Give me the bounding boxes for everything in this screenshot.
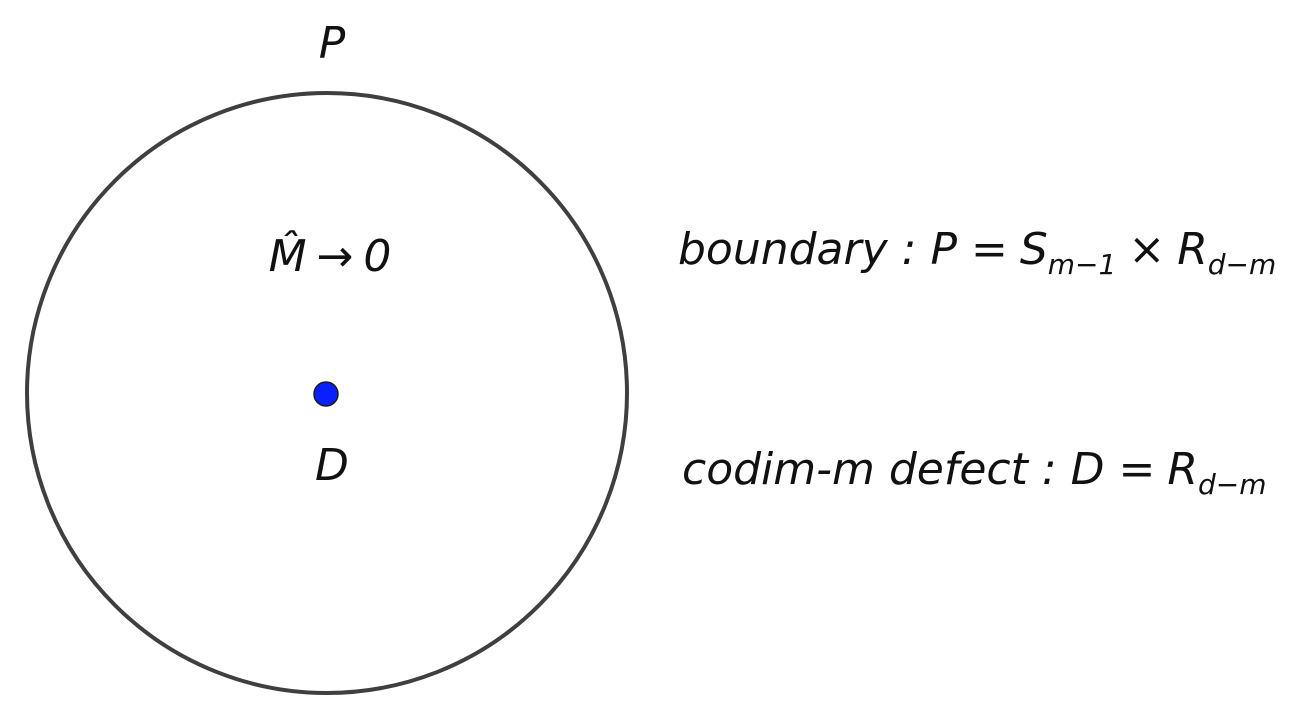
m-hat-symbol: M̂ (269, 229, 307, 282)
boundary-label: P (319, 18, 346, 69)
sphere-symbol: S (1020, 224, 1048, 275)
boundary-equation-lhs: boundary : P = (678, 224, 1008, 275)
times-symbol: × (1128, 224, 1165, 275)
defect-equation-lhs: codim-m defect : D = (682, 444, 1155, 495)
real-space-subscript: d−m (1208, 248, 1277, 281)
defect-space-symbol: R (1167, 444, 1198, 495)
defect-equation: codim-m defect : D =Rd−m (682, 444, 1266, 501)
defect-space-subscript: d−m (1198, 468, 1267, 501)
real-space-symbol: R (1177, 224, 1208, 275)
defect-point (313, 381, 339, 407)
boundary-equation: boundary : P =Sm−1 ×Rd−m (678, 224, 1276, 281)
sphere-subscript: m−1 (1048, 248, 1117, 281)
zero-value: 0 (363, 231, 391, 282)
bulk-condition: M̂→0 (269, 229, 392, 282)
arrow-symbol: → (317, 231, 354, 282)
defect-label: D (315, 440, 349, 491)
boundary-circle (25, 91, 629, 695)
